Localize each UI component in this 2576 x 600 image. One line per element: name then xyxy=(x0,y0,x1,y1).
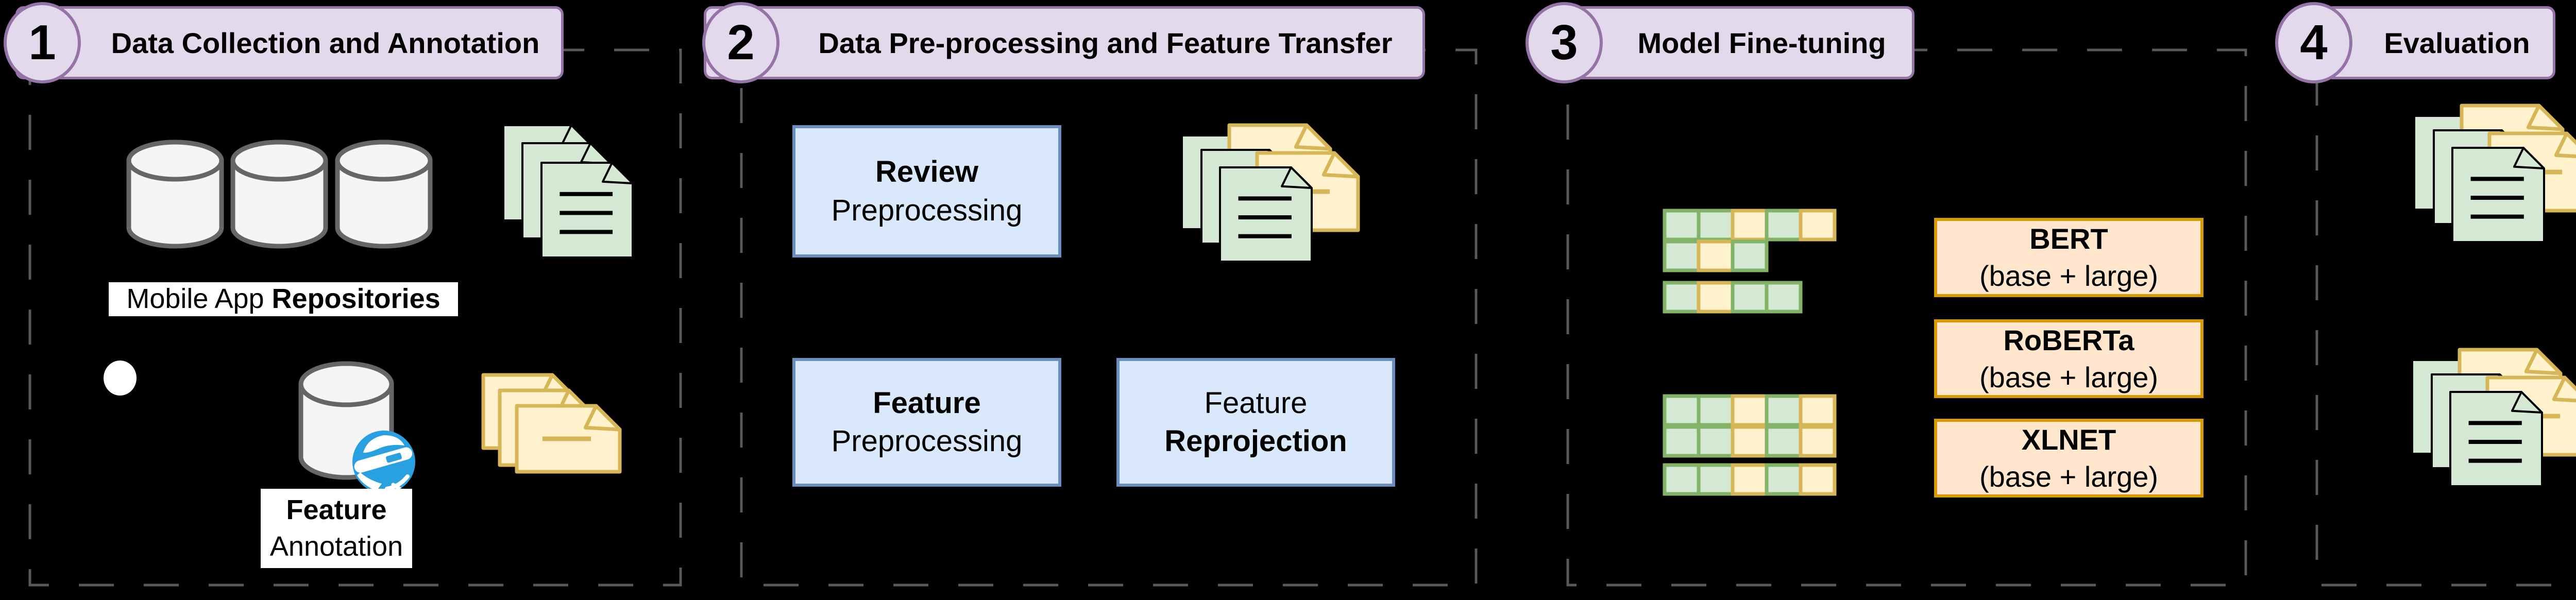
feature-preprocessing-box-text: Feature xyxy=(873,386,981,420)
yellow-token-cell xyxy=(1697,281,1735,314)
token-sequence-row xyxy=(1663,463,1837,496)
stage-2-header-pill: Data Pre-processing and Feature Transfer xyxy=(704,6,1425,79)
green-token-cell xyxy=(1663,281,1701,314)
mobile-app-repositories-label-text: Mobile App xyxy=(126,283,272,315)
token-sequence-row xyxy=(1663,281,1803,314)
yellow-document xyxy=(515,404,622,474)
bert-model-box: BERT (base + large) xyxy=(1934,218,2204,297)
xlnet-model-box-text: (base + large) xyxy=(1979,460,2159,493)
green-token-cell xyxy=(1663,463,1701,496)
yellow-token-cell xyxy=(1799,209,1837,242)
feature-annotation-label-text: Annotation xyxy=(269,531,403,562)
green-token-cell xyxy=(1765,425,1803,458)
yellow-token-cell xyxy=(1799,463,1837,496)
green-token-cell xyxy=(1697,463,1735,496)
feature-reprojection-box-text: Reprojection xyxy=(1164,424,1347,458)
xlnet-model-box-text: XLNET xyxy=(2021,423,2116,456)
xlnet-model-box: XLNET (base + large) xyxy=(1934,419,2204,498)
stage-2-dashed-region xyxy=(740,48,1478,587)
web-globe-icon xyxy=(352,431,415,493)
green-token-cell xyxy=(1765,209,1803,242)
stage-1-header-pill: Data Collection and Annotation xyxy=(15,6,564,79)
review-preprocessing-box-text: Preprocessing xyxy=(831,193,1023,227)
stage-4-title: Evaluation xyxy=(2384,26,2530,59)
green-token-cell xyxy=(1765,281,1803,314)
green-token-cell xyxy=(1663,394,1701,427)
green-token-cell xyxy=(1697,425,1735,458)
roberta-model-box-text: (base + large) xyxy=(1979,361,2159,393)
stage-3-number: 3 xyxy=(1550,15,1578,70)
green-token-cell xyxy=(1697,209,1735,242)
mixed-documents-stack xyxy=(1181,123,1360,263)
green-token-cell xyxy=(1765,463,1803,496)
mobile-app-repositories-label: Mobile App Repositories xyxy=(109,282,458,316)
yellow-token-cell xyxy=(1697,239,1735,272)
repository-database-2 xyxy=(230,140,328,249)
bert-model-box-text: BERT xyxy=(2029,222,2108,255)
bert-model-box-text: (base + large) xyxy=(1979,260,2159,292)
stage-2-number-badge: 2 xyxy=(702,2,779,83)
stage-3-number-badge: 3 xyxy=(1526,2,1603,83)
yellow-token-cell xyxy=(1731,425,1769,458)
green-token-cell xyxy=(1731,239,1769,272)
stage-3-dashed-region xyxy=(1566,48,2247,587)
green-token-cell xyxy=(1697,394,1735,427)
mobile-app-repositories-label-text: Repositories xyxy=(272,283,440,315)
stage-1-number: 1 xyxy=(28,15,56,70)
green-document xyxy=(540,162,634,259)
stage-2-number: 2 xyxy=(727,15,755,70)
yellow-token-cell xyxy=(1731,463,1769,496)
evaluation-documents-stack-lower xyxy=(2411,348,2576,487)
yellow-token-cell xyxy=(1799,394,1837,427)
token-sequence-row xyxy=(1663,394,1837,427)
stage-4-number-badge: 4 xyxy=(2275,2,2352,83)
green-token-cell xyxy=(1663,209,1701,242)
stage-2-title: Data Pre-processing and Feature Transfer xyxy=(818,26,1393,59)
review-documents-stack xyxy=(502,124,634,259)
yellow-token-cell xyxy=(1731,209,1769,242)
green-token-cell xyxy=(1731,281,1769,314)
review-preprocessing-box-text: Review xyxy=(875,155,978,189)
token-sequence-row xyxy=(1663,209,1837,242)
feature-annotation-label-text: Feature xyxy=(286,494,387,525)
green-token-cell xyxy=(1765,394,1803,427)
roberta-model-box: RoBERTa (base + large) xyxy=(1934,319,2204,398)
stage-3-title: Model Fine-tuning xyxy=(1637,26,1886,59)
feature-reprojection-box-text: Feature xyxy=(1204,386,1308,420)
feature-documents-stack xyxy=(481,373,622,474)
green-token-cell xyxy=(1663,239,1701,272)
flow-dot-left xyxy=(104,361,137,396)
token-sequence-row xyxy=(1663,239,1769,272)
roberta-model-box-text: RoBERTa xyxy=(2003,323,2134,356)
green-document xyxy=(2449,391,2543,487)
repository-database-3 xyxy=(335,140,433,249)
green-document xyxy=(1219,166,1313,263)
token-sequence-row xyxy=(1663,425,1837,458)
stage-1-number-badge: 1 xyxy=(4,2,81,83)
yellow-token-cell xyxy=(1799,425,1837,458)
yellow-token-cell xyxy=(1731,394,1769,427)
stage-4-header-pill: Evaluation xyxy=(2325,6,2555,79)
stage-1-title: Data Collection and Annotation xyxy=(111,26,540,59)
evaluation-documents-stack-left xyxy=(2413,104,2576,243)
repository-database-1 xyxy=(126,140,224,249)
green-token-cell xyxy=(1663,425,1701,458)
feature-preprocessing-box-text: Preprocessing xyxy=(831,424,1023,458)
stage-3-header-pill: Model Fine-tuning xyxy=(1573,6,1914,79)
green-document xyxy=(2451,147,2545,243)
stage-4-number: 4 xyxy=(2300,15,2328,70)
